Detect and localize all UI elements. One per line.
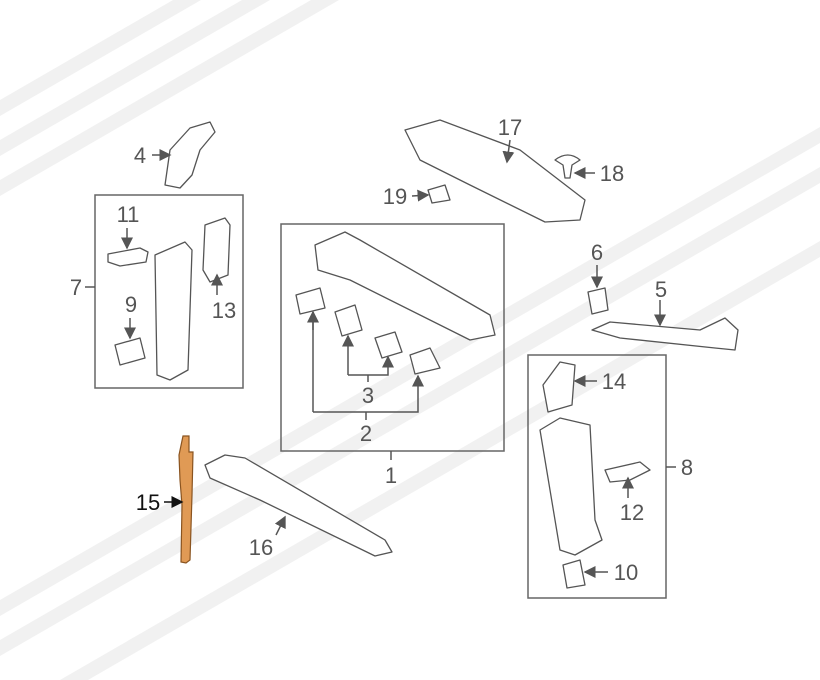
group-8-box (527, 354, 667, 599)
callout-5: 5 (655, 277, 667, 302)
part-18[interactable] (554, 154, 581, 179)
part-3-bracket-left[interactable] (334, 304, 363, 337)
part-4[interactable] (164, 121, 216, 189)
group-7-box (94, 194, 244, 389)
callout-11: 11 (117, 202, 140, 227)
part-2-bracket-left[interactable] (295, 287, 326, 315)
part-8-pillar[interactable] (539, 417, 603, 556)
part-2-bracket-right[interactable] (409, 347, 441, 375)
callout-8: 8 (681, 455, 693, 480)
callout-13: 13 (212, 298, 236, 323)
callout-6: 6 (591, 240, 603, 265)
part-14[interactable] (542, 361, 576, 413)
part-17[interactable] (404, 119, 586, 223)
callout-4: 4 (134, 143, 146, 168)
callout-2: 2 (360, 421, 372, 446)
callout-9: 9 (125, 292, 137, 317)
callout-16: 16 (249, 535, 273, 560)
part-6[interactable] (587, 287, 609, 315)
callout-19: 19 (383, 184, 407, 209)
part-19[interactable] (427, 184, 451, 204)
part-13[interactable] (202, 217, 231, 283)
group-1-box (280, 223, 505, 452)
leader-2b (313, 374, 424, 413)
callout-18: 18 (600, 161, 624, 186)
callout-3: 3 (362, 383, 374, 408)
callout-12: 12 (620, 500, 644, 525)
part-5[interactable] (591, 317, 739, 351)
leader-19 (411, 189, 430, 202)
part-12[interactable] (604, 461, 651, 483)
leader-17 (502, 139, 515, 164)
callout-17: 17 (498, 115, 522, 140)
leader-16 (274, 515, 286, 536)
part-9[interactable] (114, 337, 146, 366)
part-7-pillar[interactable] (154, 241, 193, 381)
callout-15: 15 (136, 490, 160, 515)
callout-7: 7 (70, 275, 82, 300)
part-15-highlighted[interactable] (178, 435, 194, 564)
part-3-bracket-right[interactable] (374, 331, 403, 359)
callout-1: 1 (385, 463, 397, 488)
part-16[interactable] (204, 454, 393, 557)
part-10[interactable] (562, 559, 586, 589)
callout-10: 10 (614, 560, 638, 585)
leader-3a (348, 355, 394, 376)
part-11[interactable] (107, 247, 149, 267)
callout-14: 14 (602, 369, 626, 394)
part-1-upper-tie[interactable] (314, 231, 496, 341)
